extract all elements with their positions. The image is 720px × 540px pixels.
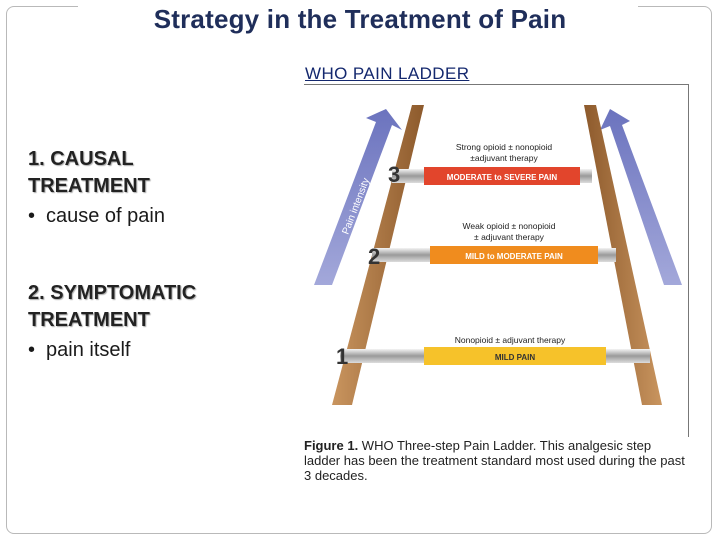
treatment-list: 1. CAUSAL TREATMENT • cause of pain 2. SY… [28, 146, 298, 364]
step-2-number: 2 [368, 244, 380, 269]
step-3-number: 3 [388, 162, 400, 187]
step-1-bar-label: MILD PAIN [495, 353, 536, 362]
slide-title: Strategy in the Treatment of Pain [153, 4, 567, 34]
section-causal-title-line1: 1. CAUSAL [28, 148, 134, 170]
section-causal-item-text: cause of pain [46, 205, 165, 227]
step-3: MODERATE to SEVERE PAIN Strong opioid ± … [388, 142, 592, 187]
step-3-bar-label: MODERATE to SEVERE PAIN [447, 173, 558, 182]
section-causal-title-line2: TREATMENT [28, 175, 150, 197]
section-causal: 1. CAUSAL TREATMENT • cause of pain [28, 146, 298, 230]
step-1-therapy-line1: Nonopioid ± adjuvant therapy [455, 335, 566, 345]
caption-text: WHO Three-step Pain Ladder. This analges… [304, 438, 685, 483]
title-background [78, 0, 638, 14]
section-causal-item: • cause of pain [28, 202, 298, 230]
step-3-therapy-line2: ±adjuvant therapy [470, 153, 538, 163]
figure-caption: Figure 1. WHO Three-step Pain Ladder. Th… [304, 438, 690, 483]
who-ladder-figure: MODERATE to SEVERE PAIN Strong opioid ± … [304, 84, 689, 437]
step-2-bar-label: MILD to MODERATE PAIN [465, 252, 563, 261]
step-3-therapy-line1: Strong opioid ± nonopioid [456, 142, 553, 152]
section-symptomatic-title-line2: TREATMENT [28, 309, 150, 331]
ladder-illustration: MODERATE to SEVERE PAIN Strong opioid ± … [314, 105, 682, 405]
section-symptomatic: 2. SYMPTOMATIC TREATMENT • pain itself [28, 280, 298, 364]
bullet: • [28, 339, 36, 361]
step-2-therapy-line2: ± adjuvant therapy [474, 232, 545, 242]
step-2: MILD to MODERATE PAIN Weak opioid ± nono… [368, 221, 616, 269]
step-2-therapy-line1: Weak opioid ± nonopioid [463, 221, 556, 231]
step-3-bar [424, 167, 580, 185]
ladder-right-rail [584, 105, 662, 405]
right-arrow-icon [600, 109, 682, 285]
step-1-bar [424, 347, 606, 365]
section-symptomatic-title-line1: 2. SYMPTOMATIC [28, 282, 197, 304]
step-1-number: 1 [336, 344, 348, 369]
caption-label: Figure 1. [304, 438, 359, 453]
bullet: • [28, 205, 36, 227]
ladder-heading: WHO PAIN LADDER [305, 64, 470, 83]
section-symptomatic-item: • pain itself [28, 336, 298, 364]
pain-intensity-arrow-icon [314, 109, 402, 285]
section-symptomatic-item-text: pain itself [46, 339, 131, 361]
step-2-bar [430, 246, 598, 264]
step-1: MILD PAIN Nonopioid ± adjuvant therapy 1 [336, 335, 650, 369]
